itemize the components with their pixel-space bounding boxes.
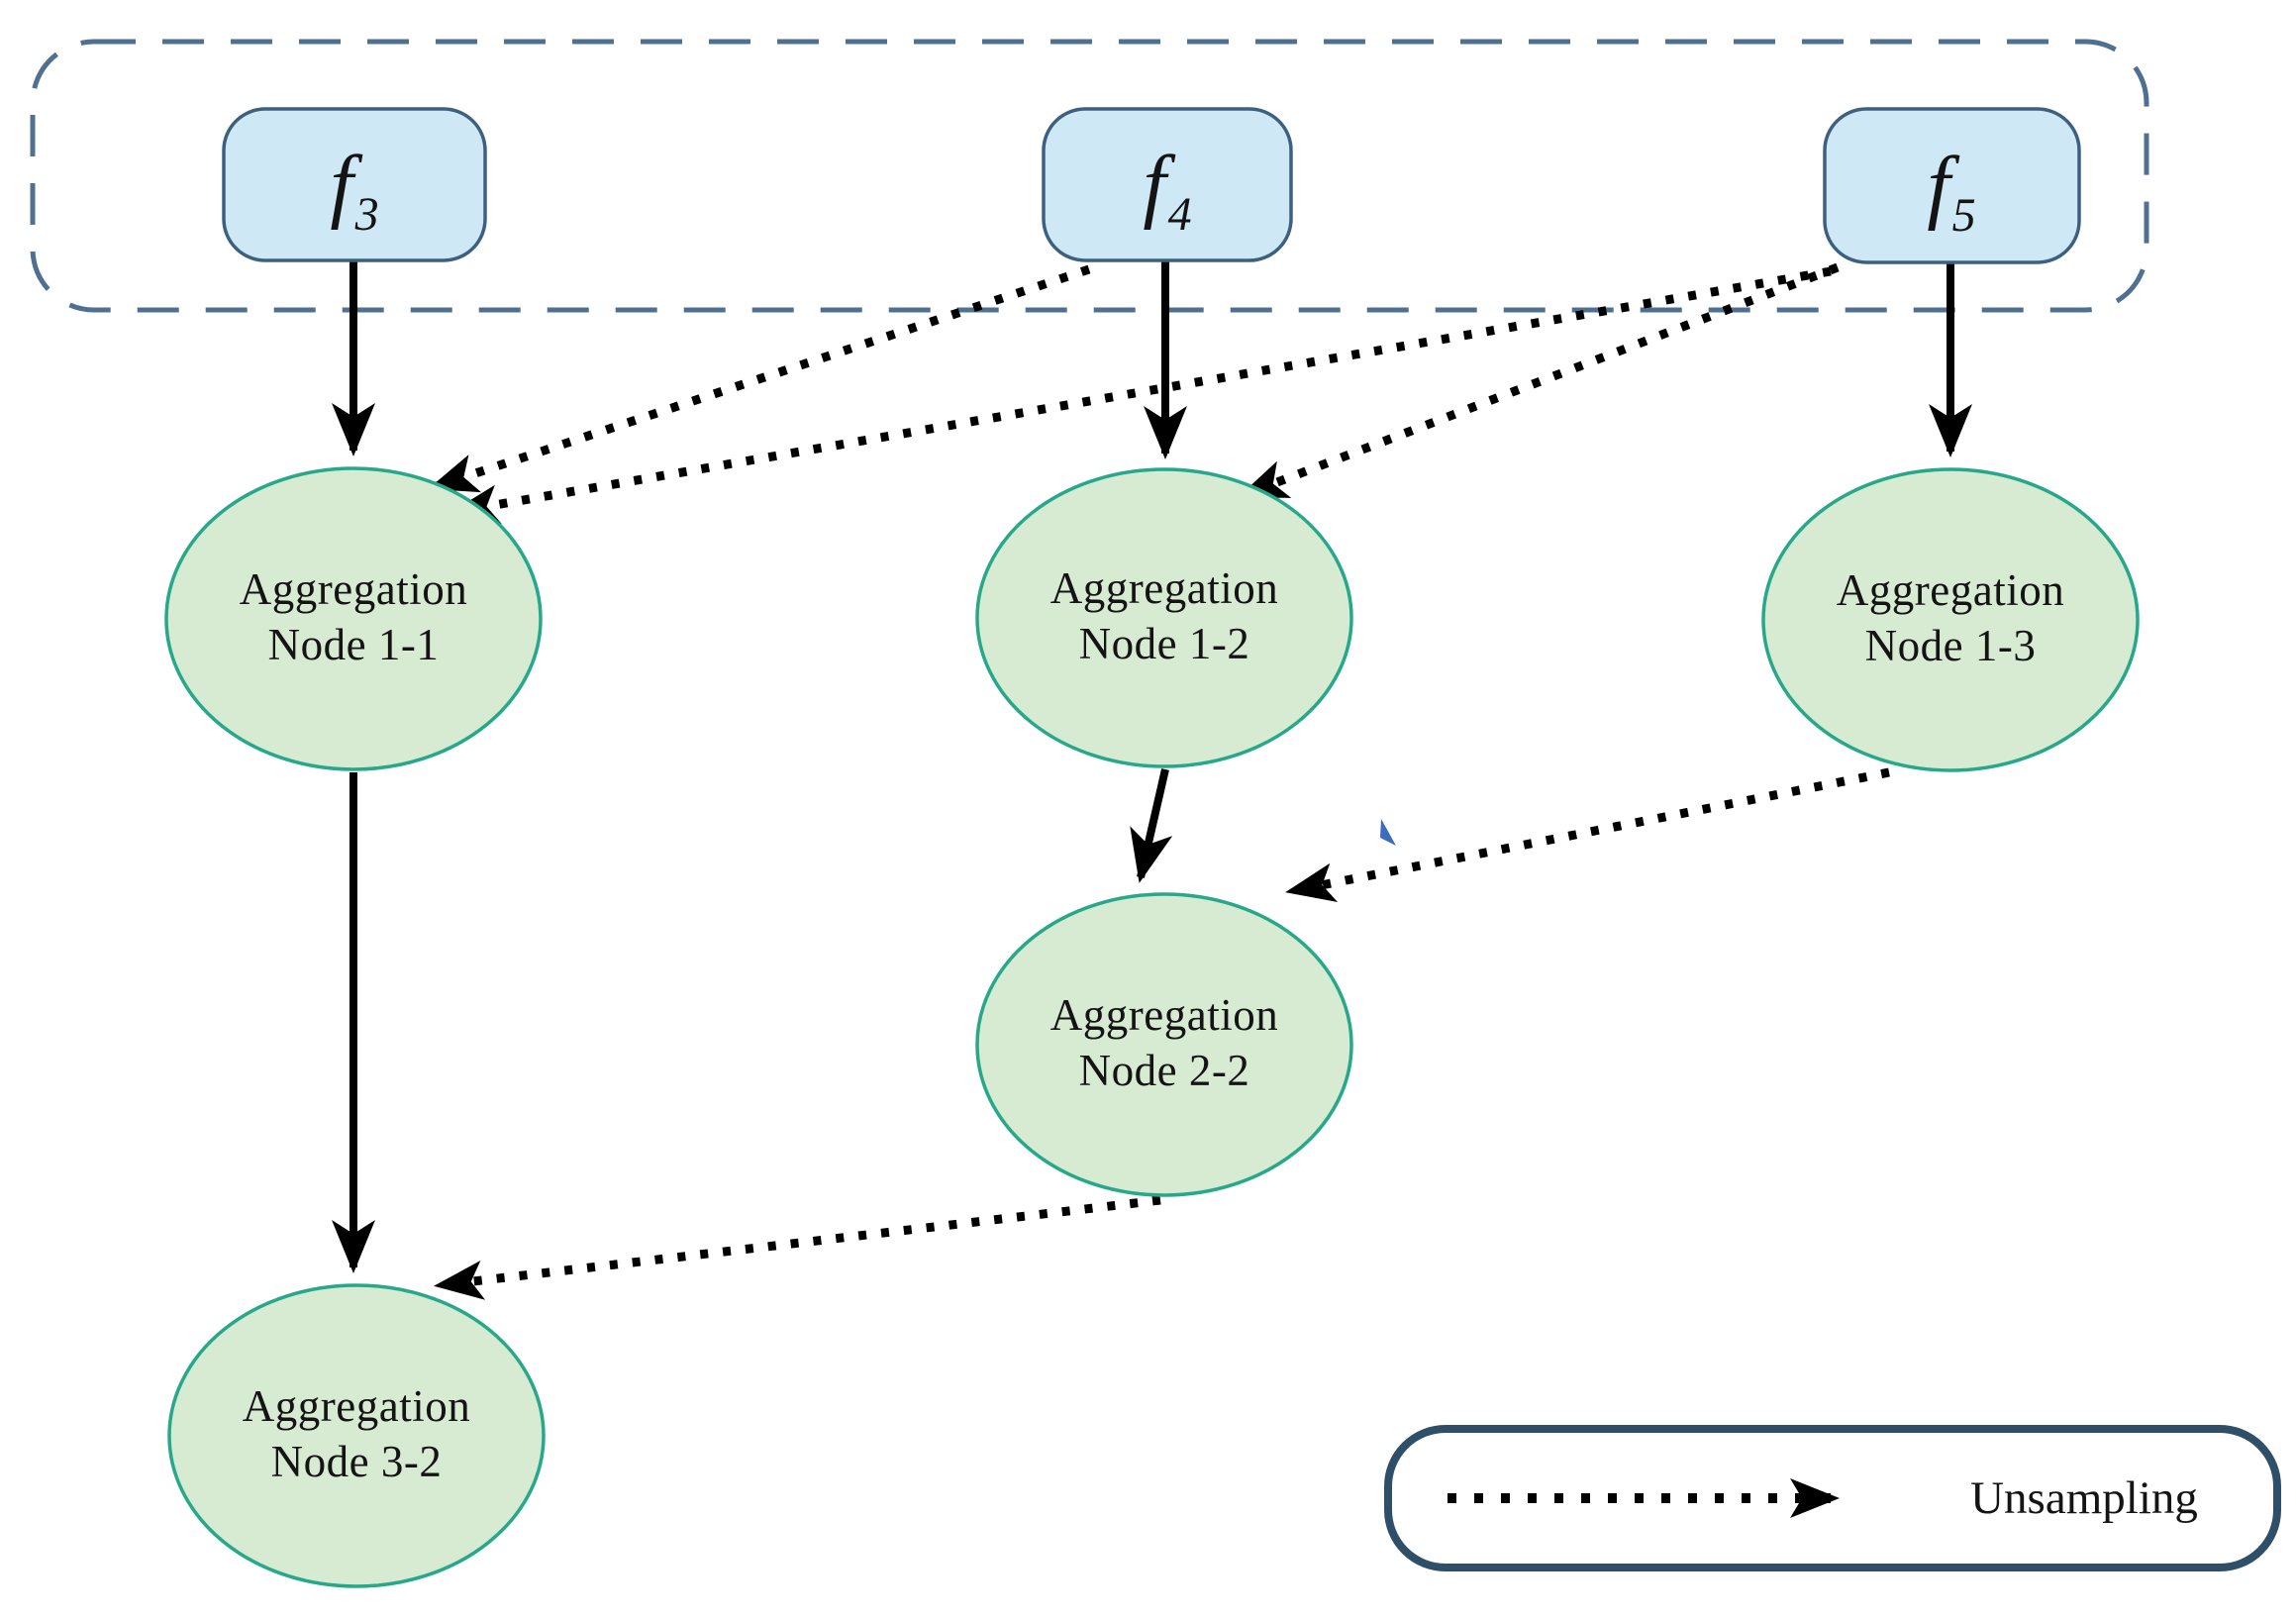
feature-box-f5 <box>1823 107 2081 264</box>
blue-artifact-mark <box>1380 819 1396 846</box>
unsampling-edges <box>428 262 1890 1300</box>
edge-f5-node-1-1-dotted <box>449 266 1832 525</box>
ellipse-node-3-2 <box>167 1283 546 1588</box>
feature-group-border <box>30 39 2149 313</box>
aggregation-ellipses <box>164 466 2140 1588</box>
feature-box-f4 <box>1042 107 1293 262</box>
edge-node-1-3-node-2-2-dotted <box>1285 767 1890 903</box>
edge-node-2-2-node-3-2-dotted <box>434 1195 1161 1300</box>
feature-boxes <box>222 107 2081 264</box>
ellipse-node-2-2 <box>975 892 1353 1197</box>
ellipse-node-1-3 <box>1761 467 2140 772</box>
legend-box <box>1384 1425 2281 1571</box>
ellipse-node-1-1 <box>164 466 543 771</box>
solid-edges <box>332 260 1972 1273</box>
edge-f5-node-1-2-dotted <box>1238 262 1840 500</box>
edge-f4-node-1-1-dotted <box>428 264 1091 493</box>
ellipse-node-1-2 <box>975 467 1353 768</box>
feature-box-f3 <box>222 107 487 262</box>
edge-node-1-2-node-2-2-solid <box>1130 768 1173 883</box>
